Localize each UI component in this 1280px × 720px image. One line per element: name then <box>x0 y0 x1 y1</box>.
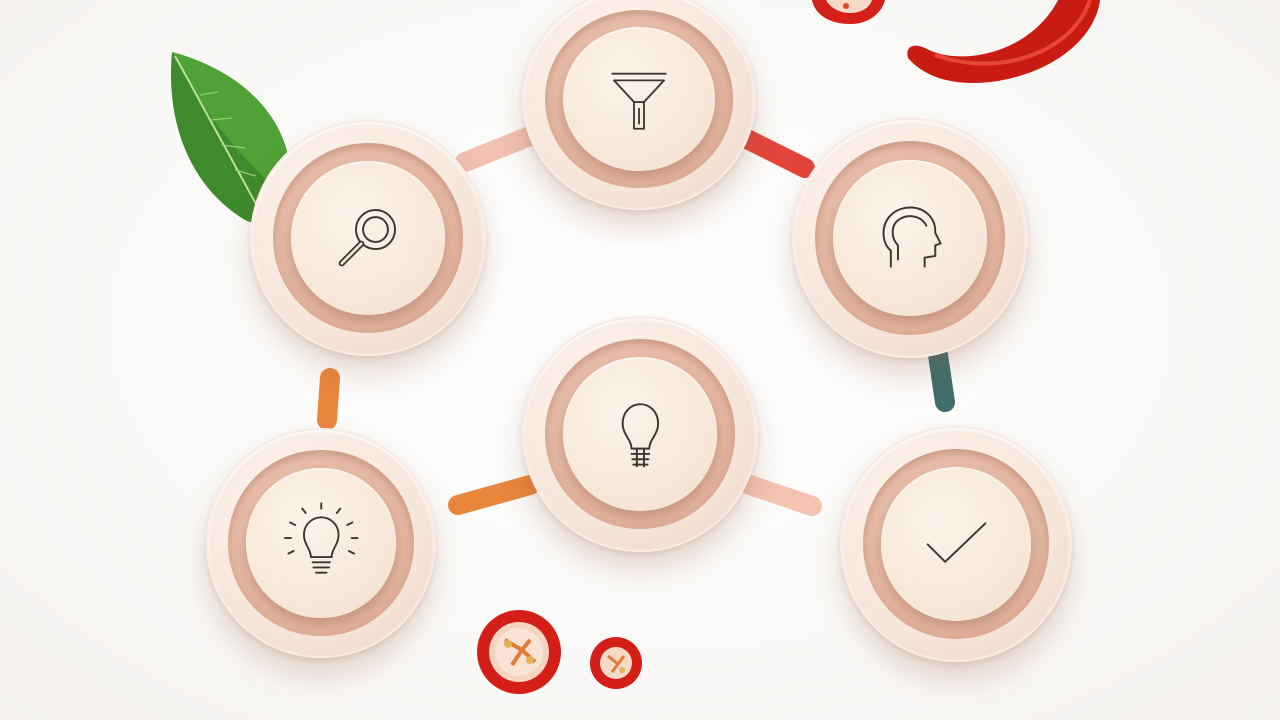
step-idea-glow-node[interactable] <box>206 428 436 658</box>
lightbulb-glowing-icon <box>283 502 359 574</box>
red-chili-pepper <box>907 0 1100 83</box>
chili-slice-large <box>477 610 561 694</box>
chili-slice-top <box>812 0 885 24</box>
node-face <box>833 160 987 316</box>
connector-filter-think <box>735 128 815 178</box>
magnifier-icon <box>338 208 396 266</box>
node-face <box>880 467 1032 621</box>
step-think-node[interactable] <box>792 118 1028 358</box>
connector-search-filter <box>455 126 540 172</box>
node-face <box>563 357 717 511</box>
node-face <box>563 27 715 171</box>
head-profile-icon <box>882 206 942 268</box>
step-filter-node[interactable] <box>522 0 756 210</box>
connector-search-idea-glow <box>317 368 340 430</box>
chili-slice-small <box>590 637 642 689</box>
step-done-node[interactable] <box>840 426 1072 662</box>
step-search-node[interactable] <box>250 120 486 356</box>
connector-idea-right <box>740 475 822 516</box>
connector-idea-left <box>448 475 540 515</box>
step-idea-node[interactable] <box>522 316 758 552</box>
checkmark-icon <box>927 522 987 563</box>
connector-think-done <box>928 345 955 412</box>
funnel-icon <box>611 73 667 130</box>
lightbulb-icon <box>621 402 659 467</box>
node-face <box>246 468 396 618</box>
node-face <box>291 161 445 315</box>
basil-leaf <box>170 52 292 224</box>
